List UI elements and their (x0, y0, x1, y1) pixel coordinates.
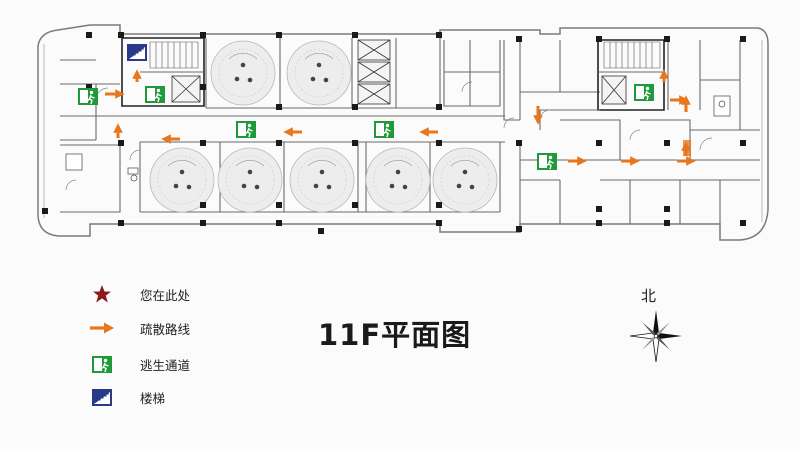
star-icon (93, 285, 111, 303)
floor-plan (37, 24, 769, 241)
evacuation-routes (105, 69, 696, 166)
building-outline (37, 24, 769, 241)
compass-icon (629, 310, 682, 363)
legend-item-evacuation-route: 疏散路线 (88, 314, 190, 342)
stairs-icon (92, 388, 112, 406)
legend-label: 您在此处 (140, 287, 191, 303)
stairwell-east (603, 41, 661, 69)
exit-sign-icon (92, 355, 112, 373)
exit-sign-icon (373, 120, 395, 139)
interior-walls (60, 37, 760, 224)
columns (42, 32, 746, 234)
legend-item-you-are-here: 您在此处 (88, 280, 190, 308)
exit-sign-icon (77, 87, 99, 106)
floor-title: 11F平面图 (318, 318, 472, 352)
elevator-shafts (171, 39, 627, 105)
exit-sign-icon (144, 85, 166, 104)
legend-label: 疏散路线 (140, 321, 191, 337)
exit-sign-icon (633, 83, 655, 102)
exit-sign-icon (235, 120, 257, 139)
exit-sign-icon (536, 152, 558, 171)
arrow-icon (90, 322, 114, 334)
legend-label: 逃生通道 (140, 357, 191, 373)
legend-item-escape-route: 逃生通道 (88, 350, 190, 378)
room-fixtures (149, 40, 498, 213)
north-label: 北 (641, 287, 657, 305)
exit-door-marker (683, 140, 691, 156)
legend-label: 楼梯 (140, 390, 166, 406)
restroom-fixtures (65, 95, 731, 182)
stairwell-west (149, 41, 199, 69)
stairs-icon (127, 44, 147, 61)
door-swings (65, 81, 713, 191)
legend-item-stairs: 楼梯 (88, 383, 165, 411)
